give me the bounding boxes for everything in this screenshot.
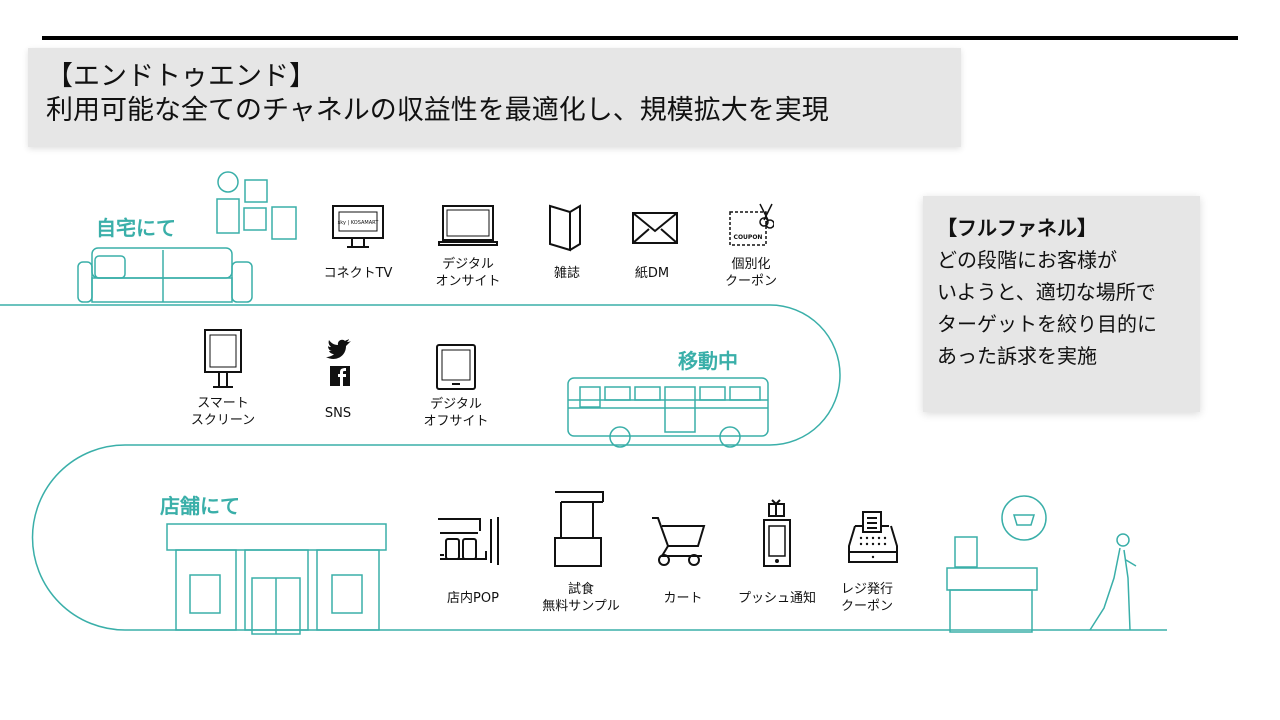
full-funnel-box: 【フルファネル】 どの段階にお客様が いようと、適切な場所で ターゲットを絞り目… (923, 196, 1200, 412)
channel-label: 紙DM (634, 266, 670, 281)
channel-label: 雑誌 (553, 266, 580, 281)
social-icon (326, 339, 351, 386)
sampling-booth-icon (554, 491, 604, 567)
tv-icon: sky | KOSAMART (332, 205, 384, 248)
svg-text:sky | KOSAMART: sky | KOSAMART (338, 220, 380, 226)
channel-label: 店内POP (447, 591, 499, 606)
wall-frames-icon (216, 171, 297, 240)
title-box: 【エンドトゥエンド】 利用可能な全てのチャネルの収益性を最適化し、規模拡大を実現 (28, 48, 961, 147)
title-line2: 利用可能な全てのチャネルの収益性を最適化し、規模拡大を実現 (46, 95, 829, 126)
channel-label: SNS (324, 406, 352, 421)
envelope-icon (632, 212, 678, 244)
channel-label: 個別化 クーポン (724, 257, 777, 289)
full-funnel-text: ターゲットを絞り目的に (937, 312, 1157, 336)
shelf-icon (438, 517, 499, 565)
sofa-icon (77, 247, 253, 303)
magazine-icon (549, 204, 581, 252)
register-icon (848, 511, 898, 563)
smart-screen-icon (204, 329, 242, 388)
store-building-icon (166, 523, 387, 635)
cart-icon (652, 517, 706, 566)
shopper-icon (1089, 533, 1137, 631)
title-line1: 【エンドトゥエンド】 (46, 61, 316, 92)
channel-label: デジタル オフサイト (423, 397, 489, 429)
bus-icon (567, 377, 769, 448)
section-label-moving: 移動中 (678, 349, 738, 373)
section-label-home: 自宅にて (96, 216, 176, 240)
channel-label: レジ発行 クーポン (840, 582, 893, 614)
channel-label: カート (663, 591, 703, 606)
top-rule (42, 36, 1238, 40)
channel-label: プッシュ通知 (737, 591, 816, 606)
full-funnel-heading: 【フルファネル】 (937, 216, 1097, 240)
full-funnel-text: あった訴求を実施 (937, 344, 1097, 368)
full-funnel-text: どの段階にお客様が (937, 248, 1117, 272)
channel-label: スマート スクリーン (190, 396, 256, 428)
channel-label: デジタル オンサイト (435, 257, 501, 289)
full-funnel-text: いようと、適切な場所で (937, 280, 1156, 304)
channel-label: 試食 無料サンプル (542, 582, 620, 614)
laptop-icon (438, 205, 498, 246)
channel-label: コネクトTV (323, 266, 393, 281)
coupon-icon: COUPON (729, 203, 774, 246)
tablet-icon (436, 344, 476, 390)
section-label-store: 店舗にて (160, 494, 240, 518)
svg-text:COUPON: COUPON (734, 234, 763, 241)
checkout-counter-icon (946, 495, 1047, 633)
phone-gift-icon (763, 499, 791, 567)
